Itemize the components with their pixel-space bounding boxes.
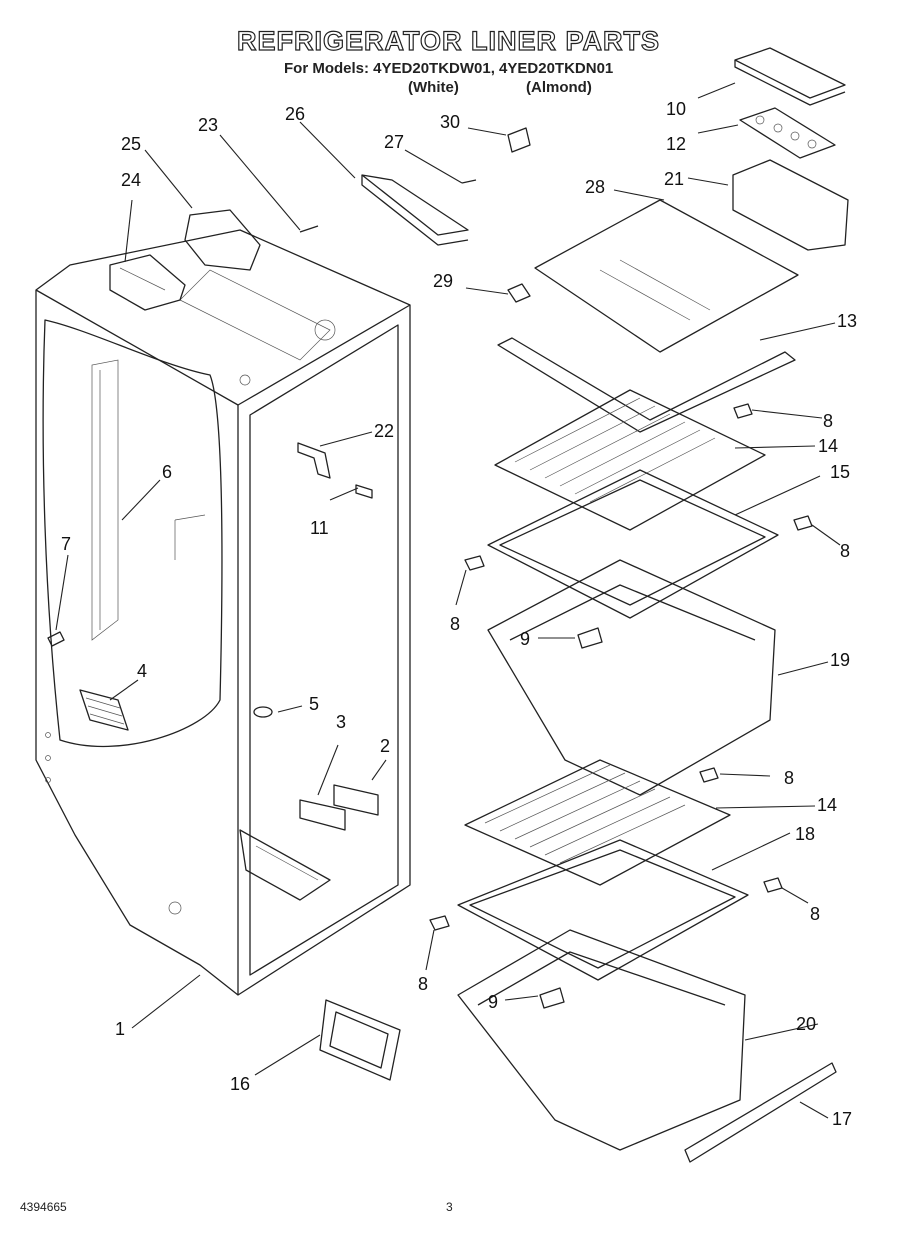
callout-20: 20 — [796, 1014, 816, 1034]
callout-8f: 8 — [418, 974, 428, 994]
callout-8d: 8 — [784, 768, 794, 788]
callout-14b: 14 — [817, 795, 837, 815]
callout-15: 15 — [830, 462, 850, 482]
callout-28: 28 — [585, 177, 605, 197]
callout-14a: 14 — [818, 436, 838, 456]
callout-2: 2 — [380, 736, 390, 756]
callout-12: 12 — [666, 134, 686, 154]
variant-white: (White) — [408, 79, 459, 96]
callout-29: 29 — [433, 271, 453, 291]
models-line: For Models: 4YED20TKDW01, 4YED20TKDN01 — [284, 60, 614, 77]
page-number: 3 — [446, 1200, 453, 1214]
callout-8e: 8 — [810, 904, 820, 924]
callout-17: 17 — [832, 1109, 852, 1129]
liner-small-parts — [47, 442, 379, 831]
callout-8a: 8 — [823, 411, 833, 431]
variant-almond: (Almond) — [526, 79, 592, 96]
callout-10: 10 — [666, 99, 686, 119]
callout-24: 24 — [121, 170, 141, 190]
callout-21: 21 — [664, 169, 684, 189]
callout-18: 18 — [795, 824, 815, 844]
callout-1: 1 — [115, 1019, 125, 1039]
callout-7: 7 — [61, 534, 71, 554]
callout-22: 22 — [374, 421, 394, 441]
callout-9a: 9 — [520, 629, 530, 649]
callout-numbers: 1 2 3 4 5 6 7 8 8 8 8 8 8 9 9 10 11 12 1… — [61, 99, 857, 1129]
crisper-stack — [319, 47, 849, 1163]
top-components — [109, 127, 531, 311]
callout-13: 13 — [837, 311, 857, 331]
callout-25: 25 — [121, 134, 141, 154]
callout-26: 26 — [285, 104, 305, 124]
page-title: REFRIGERATOR LINER PARTS — [236, 25, 660, 56]
leader-lines — [55, 82, 841, 1119]
callout-16: 16 — [230, 1074, 250, 1094]
callout-11: 11 — [310, 518, 329, 538]
callout-6: 6 — [162, 462, 172, 482]
liner-cabinet — [35, 229, 411, 996]
callout-30: 30 — [440, 112, 460, 132]
callout-4: 4 — [137, 661, 147, 681]
callout-23: 23 — [198, 115, 218, 135]
callout-3: 3 — [336, 712, 346, 732]
callout-9b: 9 — [488, 992, 498, 1012]
callout-27: 27 — [384, 132, 404, 152]
callout-8c: 8 — [450, 614, 460, 634]
document-number: 4394665 — [20, 1200, 67, 1214]
callout-8b: 8 — [840, 541, 850, 561]
callout-5: 5 — [309, 694, 319, 714]
callout-19: 19 — [830, 650, 850, 670]
